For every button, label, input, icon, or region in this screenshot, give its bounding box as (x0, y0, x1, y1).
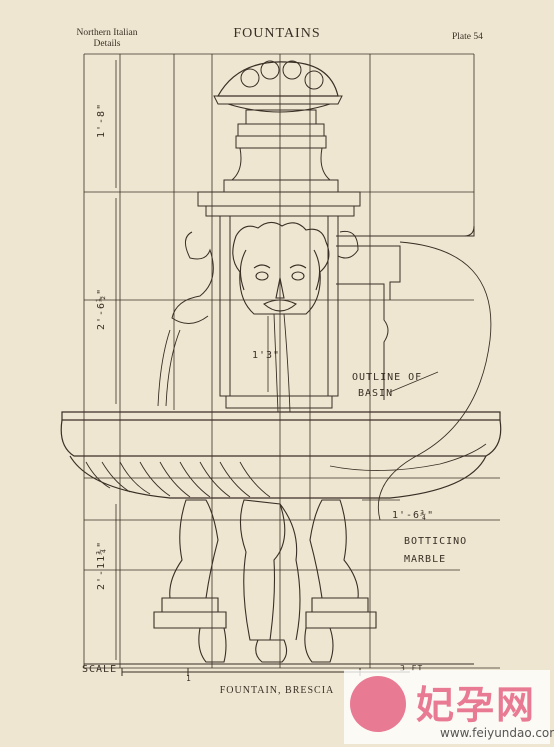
basin (60, 411, 502, 499)
outline-label-line1: OUTLINE OF (352, 372, 423, 383)
dimension-top: 1'-8" (96, 102, 107, 138)
watermark-url: www.feiyundao.com (440, 726, 554, 740)
header-left-line2: Details (93, 39, 121, 49)
grotesque-mask (232, 221, 330, 315)
marble-label-line1: BOTTICINO (404, 536, 468, 547)
site-watermark: 妃孕网 www.feiyundao.com (344, 670, 554, 744)
dimension-spout: 1'3" (252, 350, 281, 361)
marble-label-line2: MARBLE (404, 554, 447, 565)
figure-caption: FOUNTAIN, BRESCIA (219, 685, 335, 696)
header-left-line1: Northern Italian (76, 28, 138, 38)
fruit-basket (213, 60, 343, 125)
watermark-chinese-text: 妃孕网 (416, 683, 537, 727)
pregnant-woman-logo (350, 676, 406, 732)
header-section-label: Northern Italian Details (62, 28, 152, 50)
pedestal (197, 123, 361, 217)
sphinx-supports (153, 499, 377, 663)
scale-label: SCALE (82, 664, 118, 675)
wall-molding (336, 225, 475, 400)
basin-outline-arc (377, 241, 492, 521)
dimension-middle: 2'-6½" (96, 287, 107, 330)
water-jet (273, 313, 291, 413)
scale-mark-1: 1 (186, 674, 192, 683)
dimension-right: 1'-6¾" (392, 510, 435, 521)
scale-mark-end: 3 FT (400, 664, 424, 673)
dimension-lines (115, 60, 400, 660)
side-dolphin (157, 230, 359, 407)
construction-lines (83, 53, 500, 669)
mask-block (219, 215, 339, 409)
outline-label-line2: BASIN (358, 388, 394, 399)
page-title: FOUNTAINS (233, 26, 321, 41)
plate-number: Plate 54 (452, 32, 483, 42)
dimension-bottom: 2'-11¾" (96, 540, 107, 590)
